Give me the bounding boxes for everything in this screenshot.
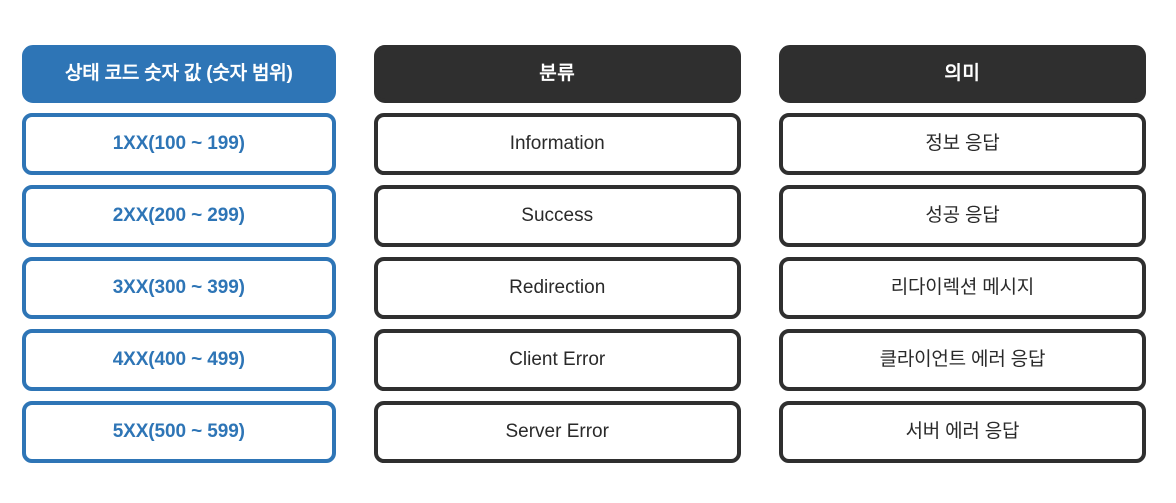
cell-status-code-range-2xx: 2XX(200 ~ 299) [22, 185, 336, 247]
cell-meaning-success: 성공 응답 [778, 185, 1147, 247]
cell-category-redirection: Redirection [373, 257, 741, 319]
cell-status-code-range-3xx: 3XX(300 ~ 399) [22, 257, 336, 319]
cell-status-code-range-4xx: 4XX(400 ~ 499) [22, 329, 336, 391]
column-category: 분류 Information Success Redirection Clien… [373, 45, 741, 463]
cell-category-client-error: Client Error [373, 329, 741, 391]
cell-status-code-range-1xx: 1XX(100 ~ 199) [22, 113, 336, 175]
cell-category-information: Information [373, 113, 741, 175]
cell-meaning-server-error: 서버 에러 응답 [778, 401, 1147, 463]
cell-category-success: Success [373, 185, 741, 247]
column-header-meaning: 의미 [778, 45, 1147, 103]
cell-meaning-client-error: 클라이언트 에러 응답 [778, 329, 1147, 391]
column-header-category: 분류 [373, 45, 741, 103]
column-meaning: 의미 정보 응답 성공 응답 리다이렉션 메시지 클라이언트 에러 응답 서버 … [778, 45, 1147, 463]
cell-meaning-redirection: 리다이렉션 메시지 [778, 257, 1147, 319]
column-status-code-range: 상태 코드 숫자 값 (숫자 범위) 1XX(100 ~ 199) 2XX(20… [22, 45, 336, 463]
cell-meaning-information: 정보 응답 [778, 113, 1147, 175]
cell-category-server-error: Server Error [373, 401, 741, 463]
column-header-status-code-range: 상태 코드 숫자 값 (숫자 범위) [22, 45, 336, 103]
cell-status-code-range-5xx: 5XX(500 ~ 599) [22, 401, 336, 463]
